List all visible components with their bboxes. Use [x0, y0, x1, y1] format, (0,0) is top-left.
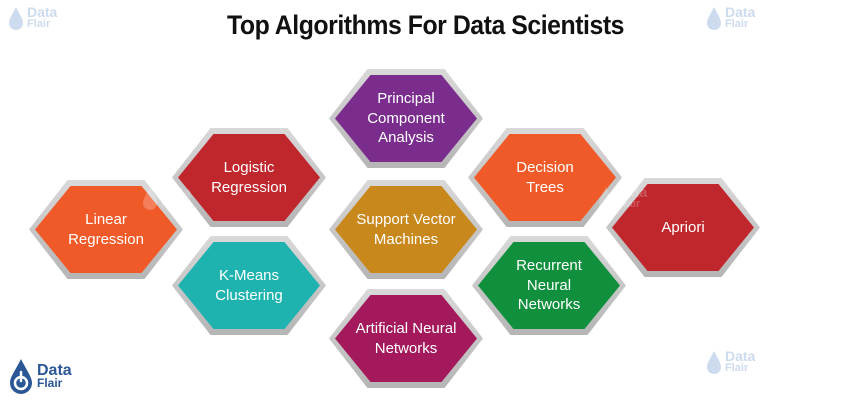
- hexagon-fill: Apriori: [612, 184, 754, 271]
- watermark-text-data: Data: [725, 348, 756, 365]
- hexagon-label: Principal Component Analysis: [367, 90, 445, 147]
- watermark-text-data: Data: [27, 4, 58, 21]
- watermark-bottom-right: Data Flair: [706, 348, 756, 375]
- hexagon-label: K-Means Clustering: [215, 267, 283, 304]
- hexagon-fill: Linear Regression: [35, 186, 177, 273]
- hexagon-recurrent-neural-networks: Recurrent Neural Networks: [472, 236, 626, 335]
- dataflair-drop-logo-icon: [10, 359, 32, 394]
- dataflair-logo: Data Flair: [8, 358, 72, 394]
- watermark-middle-left: Data Flair: [142, 184, 192, 211]
- watermark-text-data: Data: [617, 184, 648, 201]
- hexagon-artificial-neural-networks: Artificial Neural Networks: [329, 289, 483, 388]
- hexagon-label: Artificial Neural Networks: [355, 320, 457, 357]
- hexagon-linear-regression: Linear Regression: [29, 180, 183, 279]
- hexagon-label: Logistic Regression: [211, 159, 287, 196]
- hexagon-fill: Logistic Regression: [178, 134, 320, 221]
- hexagon-label: Linear Regression: [68, 211, 144, 248]
- hexagon-fill: Support Vector Machines: [335, 186, 477, 273]
- watermark-text-flair: Flair: [725, 362, 749, 375]
- hexagon-fill: Recurrent Neural Networks: [478, 242, 620, 329]
- page-title: Top Algorithms For Data Scientists: [226, 10, 625, 40]
- hexagon-fill: Artificial Neural Networks: [335, 295, 477, 382]
- watermark-text-flair: Flair: [725, 18, 749, 31]
- hexagon-decision-trees: Decision Trees: [468, 128, 622, 227]
- hexagon-fill: Decision Trees: [474, 134, 616, 221]
- hexagon-k-means-clustering: K-Means Clustering: [172, 236, 326, 335]
- watermark-top-left: Data Flair: [8, 4, 58, 31]
- logo-text-data: Data: [37, 361, 72, 379]
- hexagon-label: Recurrent Neural Networks: [516, 257, 582, 314]
- dataflair-drop-logo-icon: [9, 7, 23, 30]
- dataflair-drop-logo-icon: [707, 7, 721, 30]
- hexagon-label: Decision Trees: [516, 159, 574, 196]
- hexagon-fill: K-Means Clustering: [178, 242, 320, 329]
- watermark-text-flair: Flair: [161, 198, 185, 211]
- watermark-text-flair: Flair: [27, 18, 51, 31]
- hexagon-principal-component-analysis: Principal Component Analysis: [329, 69, 483, 168]
- dataflair-drop-logo-icon: [707, 351, 721, 374]
- hexagon-apriori: Apriori: [606, 178, 760, 277]
- hexagon-support-vector-machines: Support Vector Machines: [329, 180, 483, 279]
- hexagon-fill: Principal Component Analysis: [335, 75, 477, 162]
- dataflair-drop-logo-icon: [143, 187, 157, 210]
- logo-text-flair: Flair: [37, 375, 63, 390]
- hexagon-label: Apriori: [661, 218, 705, 236]
- watermark-text-data: Data: [161, 184, 192, 201]
- hexagon-label: Support Vector Machines: [356, 211, 456, 248]
- watermark-text-data: Data: [725, 4, 756, 21]
- hexagon-logistic-regression: Logistic Regression: [172, 128, 326, 227]
- watermark-middle-right: Data Flair: [598, 184, 648, 211]
- watermark-text-flair: Flair: [617, 198, 641, 211]
- dataflair-drop-logo-icon: [599, 187, 613, 210]
- watermark-top-right: Data Flair: [706, 4, 756, 31]
